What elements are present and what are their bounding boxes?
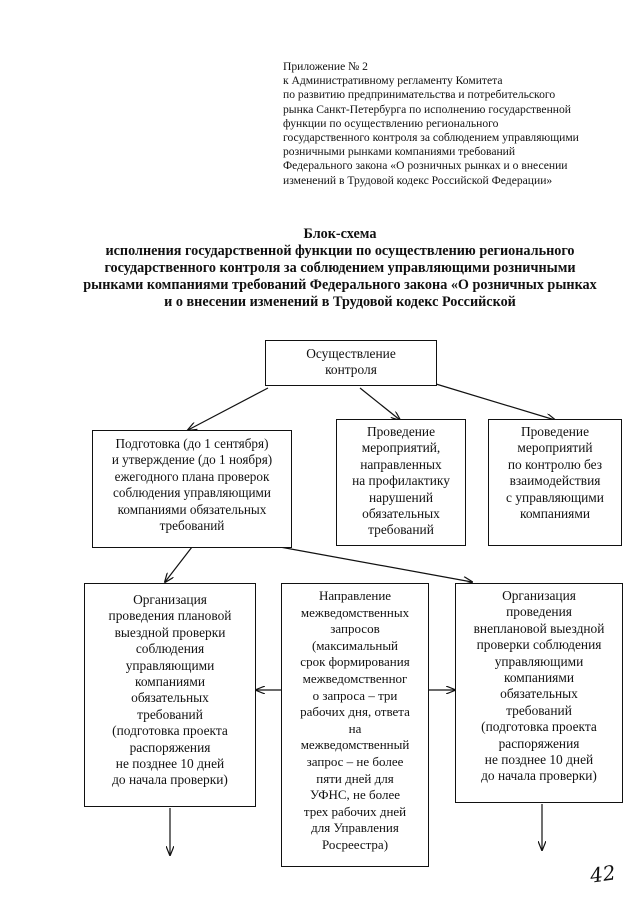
box-unplanned-inspection: Организация проведения внеплановой выезд… xyxy=(455,583,623,803)
box-prevention: Проведение мероприятий, направленных на … xyxy=(336,419,466,546)
box-planning-text: Подготовка (до 1 сентября) и утверждение… xyxy=(111,436,273,534)
box-planned-inspection: Организация проведения плановой выездной… xyxy=(84,583,256,807)
box-interagency: Направление межведомственных запросов (м… xyxy=(281,583,429,867)
document-title: Блок-схема исполнения государственной фу… xyxy=(40,226,640,311)
appendix-line: изменений в Трудовой кодекс Российской Ф… xyxy=(283,173,553,187)
box-prevention-text: Проведение мероприятий, направленных на … xyxy=(352,424,450,538)
appendix-line: розничными рынками компаниями требований xyxy=(283,145,516,159)
box-interagency-text: Направление межведомственных запросов (м… xyxy=(300,588,410,852)
arrow-control-to-prevention xyxy=(359,387,400,420)
box-unplanned-inspection-text: Организация проведения внеплановой выезд… xyxy=(473,588,605,784)
arrow-planning-to-unplanned xyxy=(279,546,472,582)
box-control-text: Осуществление контроля xyxy=(306,346,396,378)
box-control: Осуществление контроля xyxy=(265,340,437,386)
title-line: государственного контроля за соблюдением… xyxy=(104,260,576,276)
box-planned-inspection-text: Организация проведения плановой выездной… xyxy=(108,592,232,788)
box-planning: Подготовка (до 1 сентября) и утверждение… xyxy=(92,430,292,548)
appendix-line: государственного контроля за соблюдением… xyxy=(283,131,579,145)
appendix-header: Приложение № 2 к Административному регла… xyxy=(283,60,623,188)
title-line: и о внесении изменений в Трудовой кодекс… xyxy=(164,294,516,310)
title-line: исполнения государственной функции по ос… xyxy=(105,243,575,259)
page-number: 42 xyxy=(588,860,617,888)
appendix-line: рынка Санкт-Петербурга по исполнению гос… xyxy=(283,102,571,116)
appendix-line: Федерального закона «О розничных рынках … xyxy=(283,159,568,173)
arrow-control-to-planning xyxy=(188,387,269,430)
arrow-planning-to-planned xyxy=(165,546,193,582)
title-line: Блок-схема xyxy=(303,226,377,242)
appendix-line: к Административному регламенту Комитета xyxy=(283,74,503,88)
appendix-line: по развитию предпринимательства и потреб… xyxy=(283,88,556,102)
appendix-line: функции по осуществлению регионального xyxy=(283,116,499,130)
box-no-interaction-text: Проведение мероприятий по контролю без в… xyxy=(506,424,604,522)
box-no-interaction: Проведение мероприятий по контролю без в… xyxy=(488,419,622,546)
arrow-control-to-no-interaction xyxy=(435,383,555,420)
appendix-line: Приложение № 2 xyxy=(283,60,368,73)
title-line: рынками компаниями требований Федерально… xyxy=(83,277,597,293)
